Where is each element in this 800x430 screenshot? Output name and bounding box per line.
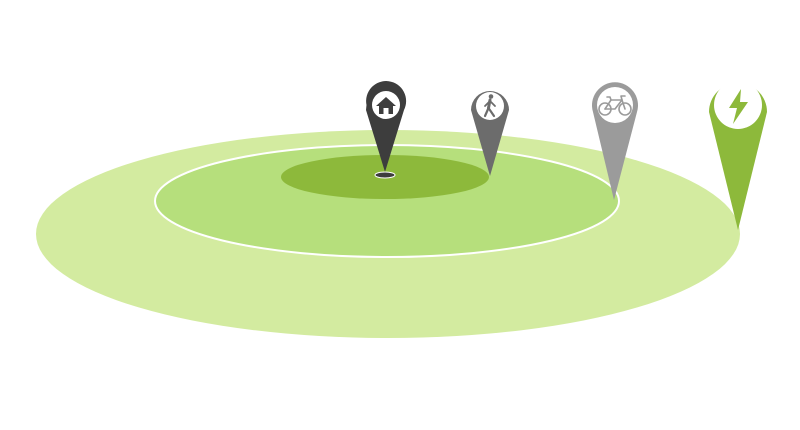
home-pin <box>366 81 407 172</box>
walk-pin <box>471 91 509 176</box>
electric-pin <box>709 81 767 230</box>
lightning-bolt-icon <box>729 89 748 124</box>
bike-pin <box>592 82 639 200</box>
home-ground-marker <box>374 171 396 179</box>
bicycle-icon <box>598 95 632 116</box>
walking-person-icon <box>483 94 496 118</box>
bike-pin-icon-bg <box>597 87 633 123</box>
house-icon <box>376 97 396 114</box>
